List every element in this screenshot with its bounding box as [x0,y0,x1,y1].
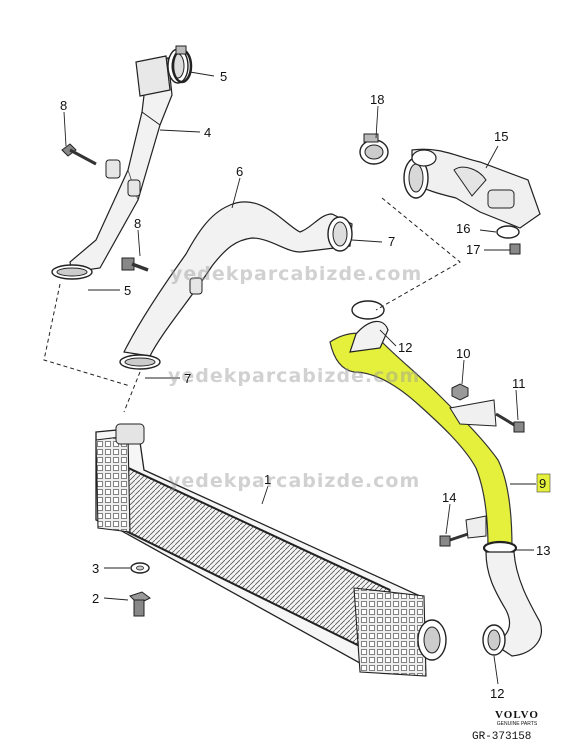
callout-6: 6 [236,164,243,179]
callout-10: 10 [456,346,470,361]
bolt-2 [129,591,151,617]
callout-17: 17 [466,242,480,257]
callout-14: 14 [442,490,456,505]
watermark-2: yedekparcabizde.com [168,365,420,387]
nut-10 [451,383,469,401]
figure-reference: GR-373158 [472,731,532,743]
callout-13: 13 [536,543,550,558]
callout-5-upper: 5 [220,69,227,84]
intercooler [95,423,447,677]
watermark-3: yedekparcabizde.com [168,470,420,492]
callout-5-lower: 5 [124,283,131,298]
clamp-throttle [359,133,389,165]
lower-hose [482,551,542,657]
connection-lines [43,197,461,413]
watermark-1: yedekparcabizde.com [170,263,422,285]
charge-air-hose-highlighted [329,300,513,549]
bolt-left-upper [61,143,97,166]
callout-12-upper: 12 [398,340,412,355]
charge-air-hose-left [51,48,189,280]
callout-1: 1 [264,472,271,487]
callout-3: 3 [92,561,99,576]
bolt-left-lower [121,257,149,272]
callout-7-upper: 7 [388,234,395,249]
bolt-11 [495,412,525,433]
brand-subtitle: GENUINE PARTS [496,721,538,727]
brand-logo: VOLVO GENUINE PARTS [477,709,557,727]
callout-18: 18 [370,92,384,107]
callout-9-box [536,473,551,493]
callout-4: 4 [204,125,211,140]
callout-2: 2 [92,591,99,606]
callout-11: 11 [512,376,526,391]
callout-12-lower: 12 [490,686,504,701]
callout-16: 16 [456,221,470,236]
callout-7-lower: 7 [184,371,191,386]
brand-name: VOLVO [495,709,539,721]
callout-8-upper: 8 [60,98,67,113]
screw-throttle [509,243,521,255]
bolt-14 [439,515,487,547]
callout-9: 9 [539,476,546,491]
callout-8-lower: 8 [134,216,141,231]
throttle-pipe-assembly [403,148,541,229]
charge-air-hose-middle [119,201,353,370]
o-ring [496,225,520,239]
leader-lines [63,71,536,685]
washer [130,562,150,574]
callout-15: 15 [494,129,508,144]
clamp-upper-left [171,45,193,84]
